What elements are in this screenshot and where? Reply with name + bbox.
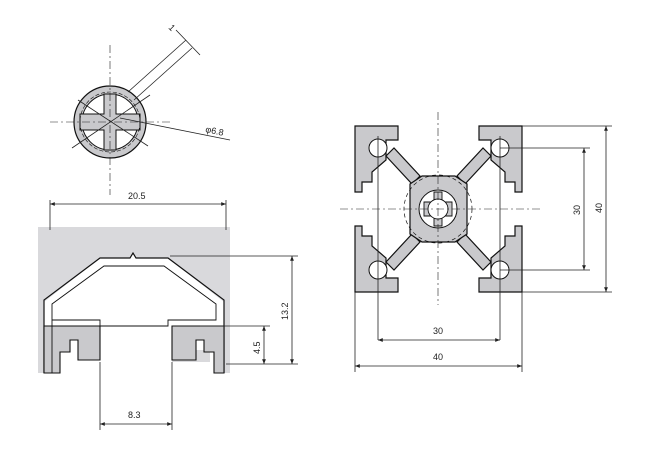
arm-bottom-left: [385, 233, 421, 271]
horiz-outer-dim-label: 40: [433, 352, 443, 362]
slot-inner-profile: [51, 265, 217, 373]
wall-leader-2: [133, 47, 193, 101]
arm-bottom-right: [456, 233, 492, 271]
slot-left-lip: [43, 325, 101, 374]
arm-top-right: [456, 147, 492, 185]
depth-dim-label: 13.2: [280, 302, 290, 320]
pin-section-view: 1 φ6.8: [50, 22, 231, 195]
width-dim-label: 20.5: [128, 191, 146, 201]
vert-inner-dim-label: 30: [572, 205, 582, 215]
opening-dim-label: 8.3: [128, 410, 141, 420]
lip-dim-label: 4.5: [252, 341, 262, 354]
diameter-label: φ6.8: [205, 124, 225, 138]
corner-bottom-right: [478, 225, 523, 293]
wall-leader-1: [127, 39, 187, 93]
slot-detail-view: 20.5 13.2 4.5 8.3: [38, 191, 298, 430]
horiz-inner-dim-label: 30: [433, 326, 443, 336]
corner-top-left: [354, 125, 399, 193]
wall-dim-line: [175, 29, 201, 56]
slot-outline: [43, 251, 225, 373]
arm-top-left: [385, 147, 421, 185]
corner-top-right: [478, 125, 523, 193]
wall-dim-label: 1: [167, 22, 178, 33]
vert-outer-dim-label: 40: [594, 203, 604, 213]
corner-bottom-left: [354, 225, 399, 293]
slot-right-lip: [171, 325, 225, 374]
pin-diagonal-2: [77, 99, 149, 147]
diameter-leader: [119, 117, 231, 141]
profile-section-view: 30 40 30 40: [340, 112, 612, 372]
